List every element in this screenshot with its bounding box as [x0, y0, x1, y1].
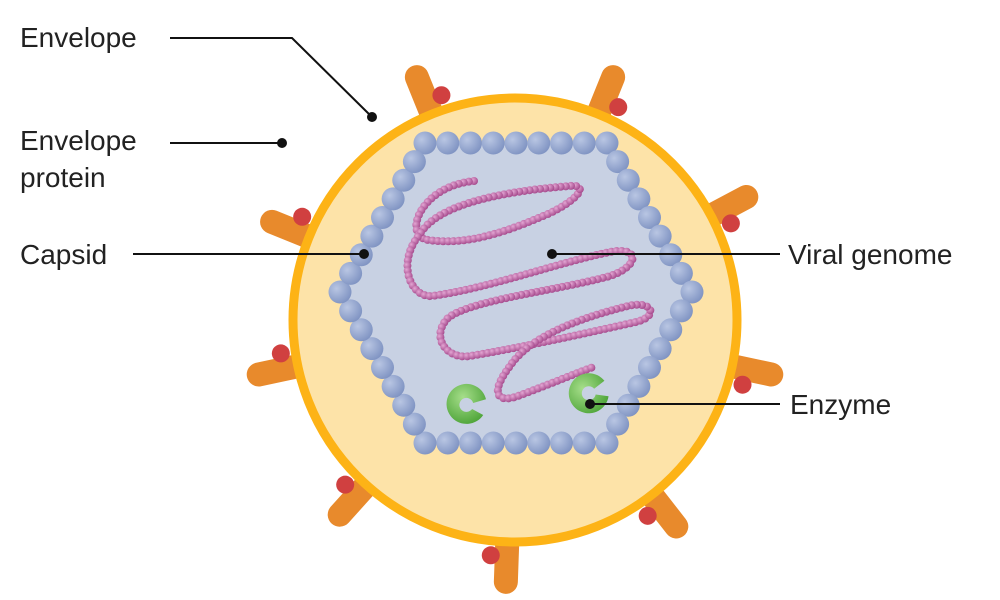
capsid-bead — [504, 431, 528, 455]
envelope-protein-knob — [721, 214, 740, 233]
capsid-bead — [459, 431, 482, 455]
genome-bead — [587, 363, 596, 372]
capsid-bead — [648, 337, 672, 361]
envelope-protein-knob — [336, 475, 355, 494]
envelope-protein-knob — [733, 375, 752, 394]
capsid-bead — [527, 431, 551, 455]
label-envelope-protein-line1: Envelope — [20, 125, 137, 156]
capsid-bead — [360, 337, 384, 361]
capsid-bead — [413, 431, 437, 455]
capsid-bead — [402, 412, 426, 436]
capsid-bead — [381, 374, 405, 398]
capsid-bead — [572, 131, 596, 155]
viral-genome-leader-dot — [547, 249, 557, 259]
capsid-bead — [616, 168, 640, 192]
label-viral-genome: Viral genome — [788, 239, 952, 270]
capsid-bead — [371, 206, 394, 229]
enzyme-left — [446, 383, 486, 424]
capsid-bead — [648, 224, 672, 248]
capsid-bead — [392, 393, 416, 417]
capsid-bead — [638, 356, 661, 379]
viral-genome-strand — [403, 177, 655, 403]
capsid-bead — [349, 318, 373, 342]
envelope-protein-knob — [432, 86, 451, 105]
capsid-bead — [659, 318, 683, 342]
capsid-bead — [402, 150, 426, 174]
label-leaders — [133, 37, 780, 409]
capsid-bead — [595, 131, 619, 155]
capsid-bead — [606, 150, 630, 174]
capsid-bead — [550, 431, 573, 455]
capsid-bead — [550, 131, 573, 155]
label-enzyme: Enzyme — [790, 389, 891, 420]
label-envelope: Envelope — [20, 22, 137, 53]
label-envelope-protein-line2: protein — [20, 162, 106, 193]
capsid-bead — [371, 356, 394, 379]
capsid-bead — [595, 431, 619, 455]
capsid-leader-dot — [359, 249, 369, 259]
envelope-protein-knob — [293, 207, 312, 226]
capsid-bead — [616, 393, 640, 417]
capsid-bead — [669, 261, 693, 285]
envelope-protein-knob — [481, 546, 500, 565]
capsid-bead — [339, 299, 363, 323]
capsid-bead — [459, 131, 482, 155]
capsid-bead — [481, 431, 505, 455]
capsid-bead — [392, 168, 416, 192]
capsid-bead — [638, 206, 661, 229]
capsid-bead — [627, 374, 651, 398]
capsid-bead — [413, 131, 437, 155]
enzyme-leader-dot — [585, 399, 595, 409]
envelope-protein-knob — [609, 98, 628, 117]
capsid-bead — [339, 261, 363, 285]
capsid-bead — [669, 299, 693, 323]
capsid-bead — [527, 131, 551, 155]
envelope-leader — [170, 37, 373, 118]
capsid-bead — [481, 131, 505, 155]
label-capsid: Capsid — [20, 239, 107, 270]
envelope-leader-dot — [367, 112, 377, 122]
capsid-bead — [504, 131, 528, 155]
capsid-bead — [627, 187, 651, 211]
capsid-bead — [606, 412, 630, 436]
capsid-bead — [680, 280, 704, 304]
capsid — [328, 131, 704, 455]
capsid-bead — [381, 187, 405, 211]
capsid-bead — [572, 431, 596, 455]
envelope-protein-knob — [638, 506, 657, 525]
capsid-bead — [436, 131, 460, 155]
capsid-bead — [360, 224, 384, 248]
envelope-protein-leader-dot — [277, 138, 287, 148]
capsid-bead — [436, 431, 460, 455]
capsid-bead — [328, 280, 352, 304]
envelope-protein-knob — [271, 344, 290, 363]
